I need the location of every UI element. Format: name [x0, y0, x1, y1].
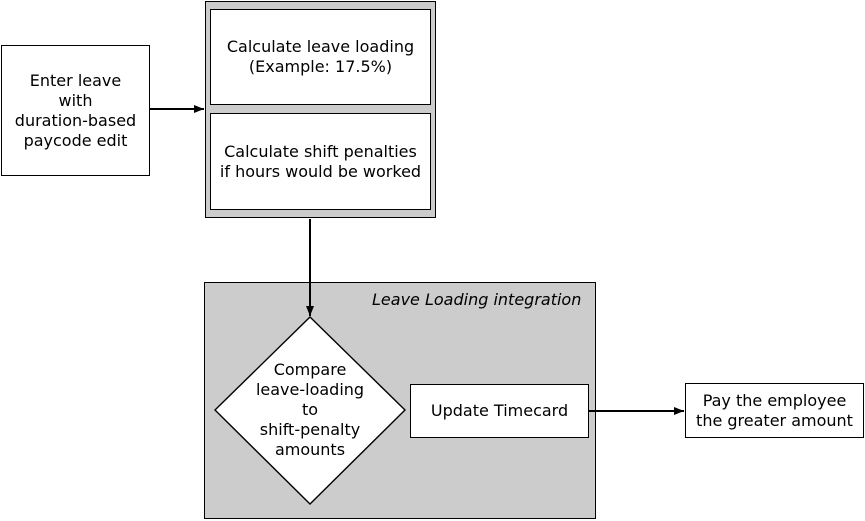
integration-group-label: Leave Loading integration — [372, 290, 582, 309]
calculate-shift-penalties-box: Calculate shift penalties if hours would… — [210, 113, 431, 210]
compare-diamond-label: Compare leave-loading to shift-penalty a… — [255, 360, 365, 459]
calculate-leave-loading-box: Calculate leave loading (Example: 17.5%) — [210, 9, 431, 105]
enter-leave-box: Enter leave with duration-based paycode … — [1, 45, 150, 176]
pay-employee-box: Pay the employee the greater amount — [685, 383, 864, 438]
update-timecard-box: Update Timecard — [410, 384, 589, 438]
compare-diamond — [214, 316, 406, 505]
